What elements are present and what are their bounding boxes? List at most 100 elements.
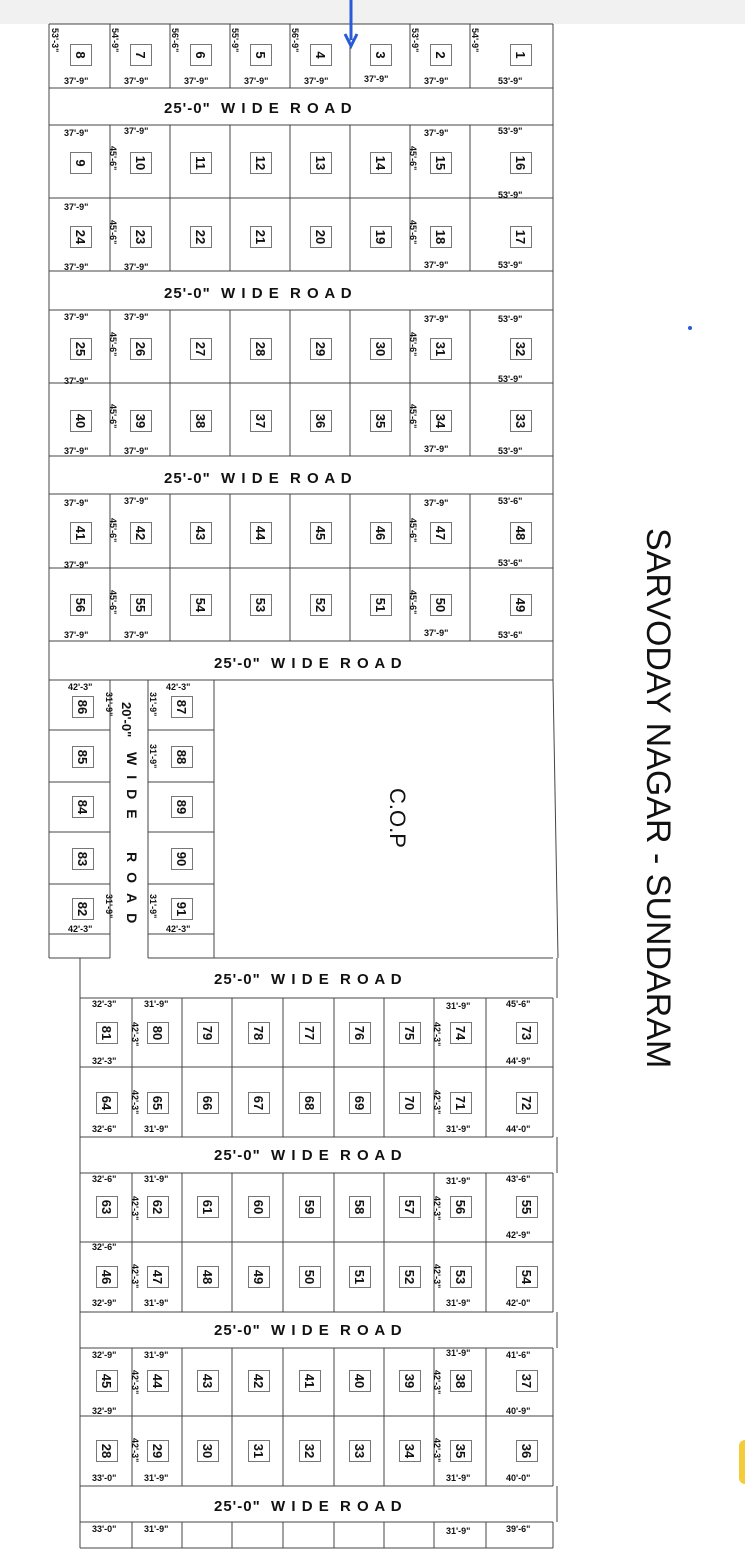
dim: 53'-9" (410, 28, 420, 53)
dim: 53'-6" (498, 496, 523, 506)
dim: 45'-6" (108, 220, 118, 245)
plot-number: 88 (171, 746, 193, 768)
dim: 37'-9" (424, 628, 449, 638)
plot-number: 33 (509, 410, 532, 432)
plot-number: 91 (171, 898, 193, 920)
plot-number: 52 (310, 594, 332, 616)
plot-number: 2 (430, 44, 452, 66)
dim: 45'-6" (108, 332, 118, 357)
plot-number: 46 (96, 1266, 118, 1288)
dim: 42'-3" (166, 682, 191, 692)
plot-number: 45 (96, 1370, 118, 1392)
dim: 37'-9" (304, 76, 329, 86)
plot-number: 61 (197, 1196, 219, 1218)
plot-number: 41 (298, 1370, 321, 1392)
dim: 53'-6" (498, 630, 523, 640)
dim: 37'-9" (64, 312, 89, 322)
plot-number: 31 (247, 1440, 270, 1462)
dim: 41'-6" (506, 1350, 531, 1360)
dim: 32'-6" (92, 1124, 117, 1134)
plot-number: 35 (450, 1440, 472, 1462)
blue-dot-marker (688, 326, 692, 330)
road-label-7: 25'-0" W I D E R O A D (214, 1322, 403, 1339)
dim: 31'-9" (148, 894, 158, 919)
dim: 37'-9" (244, 76, 269, 86)
dim: 37'-9" (64, 376, 89, 386)
plot-number: 81 (96, 1022, 118, 1044)
dim: 37'-9" (424, 444, 449, 454)
dim: 44'-0" (506, 1124, 531, 1134)
dim: 40'-9" (506, 1406, 531, 1416)
dim: 31'-9" (144, 1473, 169, 1483)
dim: 53'-9" (498, 76, 523, 86)
dim: 39'-6" (506, 1524, 531, 1534)
plot-number: 9 (69, 152, 92, 174)
dim: 53'-9" (498, 314, 523, 324)
dim: 37'-9" (64, 202, 89, 212)
plot-number: 1 (509, 44, 532, 66)
dim: 45'-6" (108, 518, 118, 543)
plot-number: 62 (147, 1196, 169, 1218)
dim: 31'-9" (446, 1124, 471, 1134)
plot-number: 44 (250, 522, 272, 544)
dim: 42'-3" (432, 1438, 442, 1463)
dim: 32'-9" (92, 1350, 117, 1360)
plot-number: 77 (298, 1022, 321, 1044)
dim: 32'-3" (92, 999, 117, 1009)
plot-number: 54 (190, 594, 212, 616)
dim: 37'-9" (364, 74, 389, 84)
plot-number: 18 (430, 226, 452, 248)
dim: 54'-9" (110, 28, 120, 53)
plot-number: 22 (190, 226, 212, 248)
blue-arrow-icon (343, 0, 359, 50)
dim: 56'-9" (290, 28, 300, 53)
plot-number: 49 (247, 1266, 270, 1288)
dim: 37'-9" (424, 128, 449, 138)
plot-number: 38 (450, 1370, 472, 1392)
plot-number: 33 (349, 1440, 371, 1462)
dim: 32'-6" (92, 1242, 117, 1252)
plot-number: 59 (298, 1196, 321, 1218)
vertical-road-word-wide: WIDE (124, 752, 140, 829)
dim: 37'-9" (124, 76, 149, 86)
plot-number: 73 (515, 1022, 538, 1044)
dim: 53'-9" (498, 374, 523, 384)
dim: 42'-3" (432, 1090, 442, 1115)
plot-number: 90 (171, 848, 193, 870)
dim: 53'-9" (498, 190, 523, 200)
plot-number: 29 (310, 338, 332, 360)
vertical-road-word-road: ROAD (124, 852, 140, 934)
plot-number: 38 (190, 410, 212, 432)
plot-number: 32 (298, 1440, 321, 1462)
road-label-5: 25'-0" W I D E R O A D (214, 971, 403, 988)
plot-number: 51 (349, 1266, 371, 1288)
plot-number: 13 (310, 152, 332, 174)
dim: 42'-3" (68, 682, 93, 692)
plot-number: 27 (190, 338, 212, 360)
plot-number: 71 (450, 1092, 472, 1114)
dim: 53'-9" (498, 126, 523, 136)
plot-number: 52 (399, 1266, 421, 1288)
plot-number: 40 (69, 410, 92, 432)
dim: 31'-9" (144, 1350, 169, 1360)
plot-number: 42 (130, 522, 152, 544)
dim: 31'-9" (144, 1124, 169, 1134)
dim: 31'-9" (148, 692, 158, 717)
dim: 37'-9" (124, 496, 149, 506)
dim: 32'-9" (92, 1298, 117, 1308)
dim: 45'-6" (408, 146, 418, 171)
plot-number: 72 (515, 1092, 538, 1114)
plot-number: 55 (515, 1196, 538, 1218)
dim: 37'-9" (64, 560, 89, 570)
dim: 37'-9" (424, 498, 449, 508)
dim: 37'-9" (424, 314, 449, 324)
dim: 31'-9" (446, 1473, 471, 1483)
plot-number: 32 (509, 338, 532, 360)
plot-number: 89 (171, 796, 193, 818)
dim: 45'-6" (108, 146, 118, 171)
plot-number: 12 (250, 152, 272, 174)
plot-number: 74 (450, 1022, 472, 1044)
plot-number: 63 (96, 1196, 118, 1218)
plot-number: 50 (430, 594, 452, 616)
dim: 31'-9" (144, 999, 169, 1009)
